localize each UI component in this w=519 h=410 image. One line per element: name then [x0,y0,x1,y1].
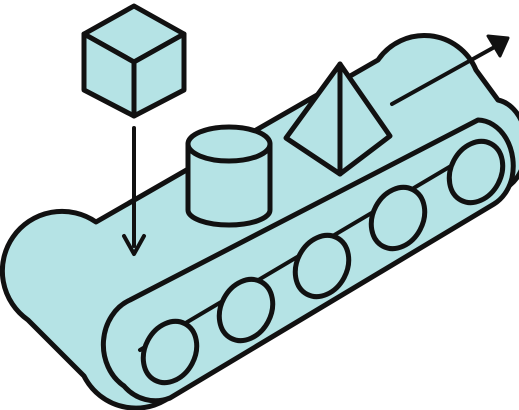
cylinder-icon [188,127,270,225]
arrow-up-right-head [488,36,508,56]
cube-icon [84,6,184,116]
cylinder-top [188,127,270,161]
